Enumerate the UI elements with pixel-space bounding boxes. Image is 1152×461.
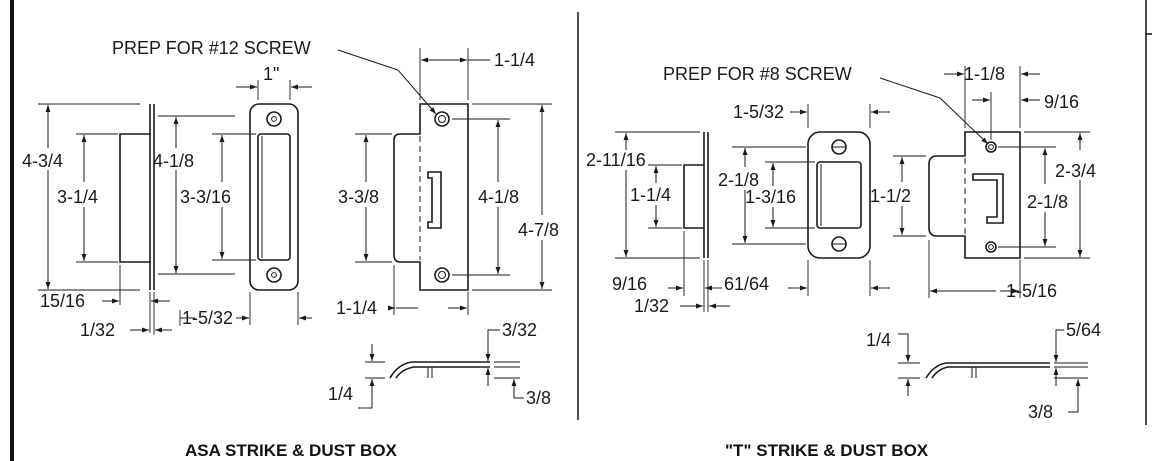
asa-front-width-dim: 1" xyxy=(263,64,279,84)
asa-dust-box-front-view xyxy=(249,103,299,291)
asa-strike-front-view xyxy=(393,103,469,291)
asa-front-flange-width-dim: 1-5/32 xyxy=(182,308,233,328)
t-front-pocket-height-dim: 2-1/8 xyxy=(718,170,759,190)
t-side-thickness-dim: 5/64 xyxy=(1066,320,1101,340)
t-front-flange-width-dim: 61/64 xyxy=(724,274,769,294)
t-screw-note: PREP FOR #8 SCREW xyxy=(663,64,852,84)
asa-screw-note: PREP FOR #12 SCREW xyxy=(112,38,311,58)
t-strike-offset-dim: 9/16 xyxy=(1044,92,1079,112)
t-strike-front-view xyxy=(928,131,1021,259)
t-strike-width-dim: 1-1/8 xyxy=(964,64,1005,84)
t-caption: "T" STRIKE & DUST BOX xyxy=(725,441,929,460)
asa-box-flange-dim: 1/32 xyxy=(80,320,115,340)
asa-strike-lip-height-dim: 3-3/8 xyxy=(338,187,379,207)
t-strike-side-profile xyxy=(925,362,1050,379)
t-side-bend-dim: 1/4 xyxy=(866,330,891,350)
t-strike-section: 2-11/16 1-1/4 9/16 1/32 xyxy=(586,64,1101,460)
asa-side-depth-dim: 3/8 xyxy=(526,388,551,408)
t-front-height-dim: 1-3/16 xyxy=(745,187,796,207)
asa-box-inner-height-dim: 3-1/4 xyxy=(57,187,98,207)
asa-side-bend-dim: 1/4 xyxy=(328,384,353,404)
asa-strike-overall-height-dim: 4-7/8 xyxy=(518,220,559,240)
t-strike-hole-spacing-dim: 2-1/8 xyxy=(1027,192,1068,212)
asa-strike-hole-spacing-dim: 4-1/8 xyxy=(478,187,519,207)
asa-strike-base-width-dim: 1-1/4 xyxy=(336,298,377,318)
t-side-depth-dim: 3/8 xyxy=(1028,402,1053,422)
t-strike-base-width-dim: 1-5/16 xyxy=(1006,281,1057,301)
t-box-depth-dim: 9/16 xyxy=(612,274,647,294)
asa-side-thickness-dim: 3/32 xyxy=(502,320,537,340)
asa-box-depth-dim: 15/16 xyxy=(40,291,85,311)
asa-caption: ASA STRIKE & DUST BOX xyxy=(185,441,398,460)
asa-strike-side-profile xyxy=(389,361,490,379)
t-box-flange-dim: 1/32 xyxy=(634,296,669,316)
t-box-overall-height-dim: 2-11/16 xyxy=(586,150,646,170)
asa-box-pocket-height-dim: 4-1/8 xyxy=(153,151,194,171)
t-dust-box-front-view xyxy=(807,131,871,259)
t-dust-box-side-view xyxy=(683,132,709,258)
asa-strike-section: 4-3/4 3-1/4 15/16 1/32 4-1/8 xyxy=(22,38,559,460)
asa-dust-box-side-view xyxy=(119,104,155,290)
t-front-width-dim: 1-5/32 xyxy=(733,102,784,122)
t-strike-lip-height-dim: 1-1/2 xyxy=(870,186,911,206)
t-box-inner-height-dim: 1-1/4 xyxy=(630,185,671,205)
t-strike-overall-height-dim: 2-3/4 xyxy=(1055,161,1096,181)
asa-strike-width-dim: 1-1/4 xyxy=(494,50,535,70)
asa-front-height-dim: 3-3/16 xyxy=(180,187,231,207)
asa-box-overall-height-dim: 4-3/4 xyxy=(22,151,63,171)
